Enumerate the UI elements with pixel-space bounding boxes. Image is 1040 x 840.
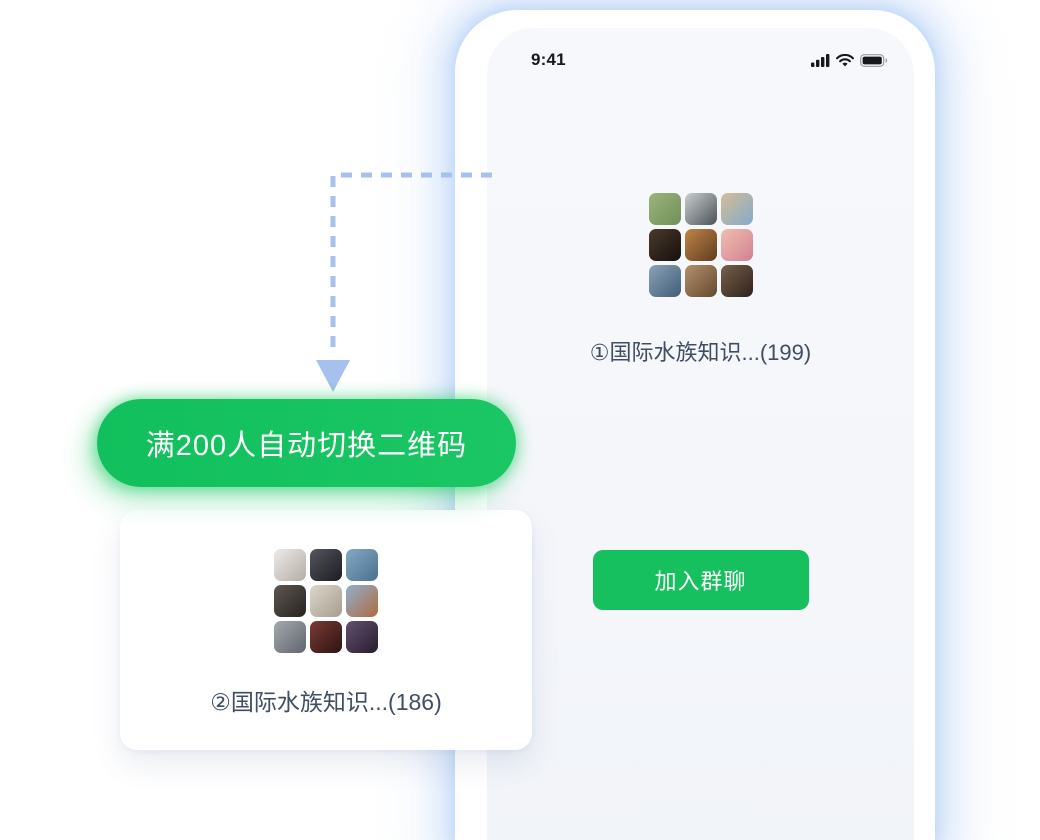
avatar — [648, 229, 681, 261]
group-avatar-grid-2 — [274, 549, 378, 653]
status-icons — [811, 53, 888, 67]
avatar — [274, 585, 306, 617]
avatar — [720, 229, 753, 261]
avatar — [310, 549, 342, 581]
status-bar: 9:41 — [531, 42, 888, 78]
avatar — [648, 265, 681, 297]
wifi-icon — [836, 53, 854, 67]
cellular-signal-icon — [811, 53, 830, 67]
join-group-button[interactable]: 加入群聊 — [592, 550, 809, 610]
group-avatar-grid-1 — [648, 193, 753, 297]
avatar — [346, 621, 378, 653]
group-name-label-2: ②国际水族知识...(186) — [210, 689, 442, 715]
phone-mockup: 9:41 — [455, 10, 935, 840]
avatar — [310, 621, 342, 653]
avatar — [274, 549, 306, 581]
avatar — [684, 229, 717, 261]
avatar — [684, 193, 717, 225]
group-name-label-1: ①国际水族知识...(199) — [589, 340, 812, 365]
avatar — [720, 265, 753, 297]
auto-switch-badge: 满200人自动切换二维码 — [97, 399, 516, 487]
avatar — [648, 193, 681, 225]
avatar — [346, 585, 378, 617]
avatar — [310, 585, 342, 617]
battery-icon — [860, 53, 888, 67]
avatar — [274, 621, 306, 653]
status-time: 9:41 — [531, 50, 566, 69]
avatar — [720, 193, 753, 225]
group-card: ②国际水族知识...(186) — [120, 510, 532, 750]
avatar — [684, 265, 717, 297]
avatar — [346, 549, 378, 581]
phone-screen: 9:41 — [487, 28, 914, 840]
group-preview-1: ①国际水族知识...(199) — [487, 193, 914, 367]
auto-switch-badge-label: 满200人自动切换二维码 — [145, 430, 468, 462]
